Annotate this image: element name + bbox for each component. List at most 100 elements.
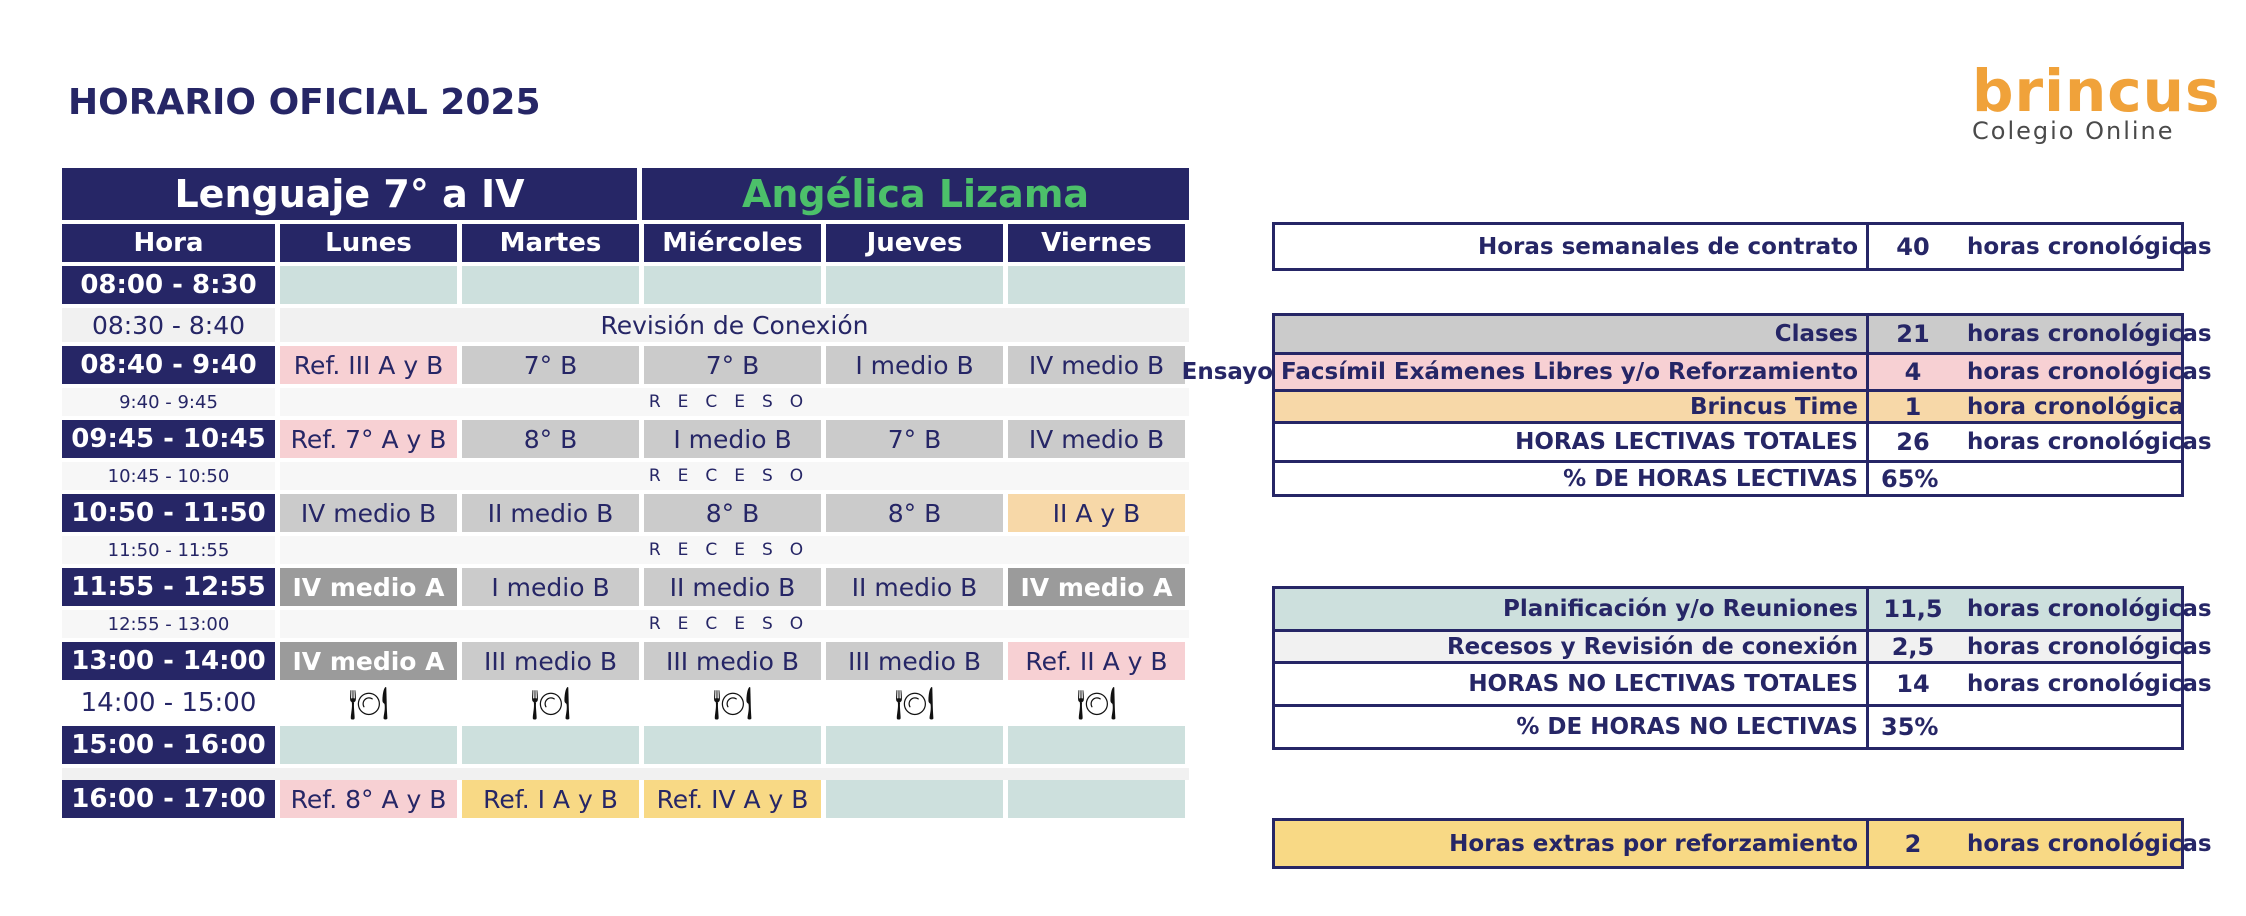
summary-label: Horas extras por reforzamiento xyxy=(1275,821,1869,866)
summary-row: Planificación y/o Reuniones 11,5 horas c… xyxy=(1275,589,2212,629)
time-cell: 12:55 - 13:00 xyxy=(62,610,280,642)
summary-value: 14 xyxy=(1896,670,1930,698)
table-row: 08:40 - 9:40 Ref. III A y B 7° B 7° B I … xyxy=(62,346,1189,388)
table-row: 12:55 - 13:00 RECESO xyxy=(62,610,1189,642)
slot-cell: Ref. IV A y B xyxy=(644,780,826,822)
summary-unit: horas cronológicas xyxy=(1967,321,2212,347)
connection-review-cell: Revisión de Conexión xyxy=(280,308,1189,346)
column-header-martes: Martes xyxy=(462,224,644,266)
slot-cell: Ref. 7° A y B xyxy=(280,420,462,462)
slot-cell: I medio B xyxy=(462,568,644,610)
plate-fork-knife-icon: 🍽 xyxy=(1008,684,1185,726)
summary-value: 4 xyxy=(1904,358,1922,386)
table-row: 10:50 - 11:50 IV medio B II medio B 8° B… xyxy=(62,494,1189,536)
summary-label: Brincus Time xyxy=(1275,392,1869,421)
page-title: HORARIO OFICIAL 2025 xyxy=(68,82,541,123)
summary-label: Recesos y Revisión de conexión xyxy=(1275,632,1869,661)
time-cell: 16:00 - 17:00 xyxy=(62,780,280,822)
summary-row: HORAS LECTIVAS TOTALES 26 horas cronológ… xyxy=(1275,421,2212,460)
summary-value: 35% xyxy=(1881,713,1939,741)
summary-label: HORAS NO LECTIVAS TOTALES xyxy=(1275,664,1869,704)
slot-cell xyxy=(1008,780,1185,822)
table-row: 9:40 - 9:45 RECESO xyxy=(62,388,1189,420)
slot-cell xyxy=(280,726,462,768)
plate-fork-knife-icon: 🍽 xyxy=(462,684,644,726)
summary-row: Clases 21 horas cronológicas xyxy=(1275,316,2212,352)
slot-cell: IV medio B xyxy=(1008,346,1185,388)
slot-cell: 7° B xyxy=(826,420,1008,462)
plate-fork-knife-icon: 🍽 xyxy=(644,684,826,726)
time-cell: 08:00 - 8:30 xyxy=(62,266,280,308)
summary-label: % DE HORAS NO LECTIVAS xyxy=(1275,707,1869,747)
slot-cell xyxy=(462,266,644,308)
slot-cell xyxy=(644,266,826,308)
slot-cell: Ref. II A y B xyxy=(1008,642,1185,684)
slot-cell: IV medio A xyxy=(1008,568,1185,610)
no-lectivas-summary: Planificación y/o Reuniones 11,5 horas c… xyxy=(1272,586,2212,750)
summary-value: 21 xyxy=(1896,320,1930,348)
time-cell: 11:50 - 11:55 xyxy=(62,536,280,568)
slot-cell xyxy=(1008,266,1185,308)
plate-fork-knife-icon: 🍽 xyxy=(826,684,1008,726)
time-cell: 08:40 - 9:40 xyxy=(62,346,280,388)
column-header-viernes: Viernes xyxy=(1008,224,1185,266)
summary-label: HORAS LECTIVAS TOTALES xyxy=(1275,424,1869,460)
logo-subtitle: Colegio Online xyxy=(1972,117,2175,145)
summary-label: Ensayo Facsímil Exámenes Libres y/o Refo… xyxy=(1182,355,1869,389)
slot-cell: IV medio A xyxy=(280,642,462,684)
slot-cell xyxy=(644,726,826,768)
slot-cell: Ref. I A y B xyxy=(462,780,644,822)
summary-unit xyxy=(1957,463,2181,494)
summary-row: Ensayo Facsímil Exámenes Libres y/o Refo… xyxy=(1182,352,2212,389)
summary-value: 65% xyxy=(1881,464,1939,493)
teacher-banner: Angélica Lizama xyxy=(642,168,1189,224)
table-row: 09:45 - 10:45 Ref. 7° A y B 8° B I medio… xyxy=(62,420,1189,462)
slot-cell: II A y B xyxy=(1008,494,1185,536)
table-row: 10:45 - 10:50 RECESO xyxy=(62,462,1189,494)
slot-cell: 7° B xyxy=(644,346,826,388)
summary-unit: horas cronológicas xyxy=(1967,671,2212,697)
column-header-hora: Hora xyxy=(62,224,280,266)
slot-cell xyxy=(826,726,1008,768)
slot-cell: IV medio B xyxy=(1008,420,1185,462)
row-spacer xyxy=(62,768,1189,780)
time-cell: 11:55 - 12:55 xyxy=(62,568,280,610)
table-row: 14:00 - 15:00 🍽 🍽 🍽 🍽 🍽 xyxy=(62,684,1189,726)
table-row: 08:30 - 8:40 Revisión de Conexión xyxy=(62,308,1189,346)
spacer-cell xyxy=(62,768,1189,780)
recess-cell: RECESO xyxy=(280,388,1189,420)
schedule-table: Lenguaje 7° a IV Angélica Lizama Hora Lu… xyxy=(62,168,1189,822)
table-row: 11:55 - 12:55 IV medio A I medio B II me… xyxy=(62,568,1189,610)
summary-unit: horas cronológicas xyxy=(1967,596,2212,622)
slot-cell: II medio B xyxy=(462,494,644,536)
slot-cell: I medio B xyxy=(644,420,826,462)
time-cell: 09:45 - 10:45 xyxy=(62,420,280,462)
summary-label: Clases xyxy=(1275,316,1869,352)
column-header-jueves: Jueves xyxy=(826,224,1008,266)
summary-label: % DE HORAS LECTIVAS xyxy=(1275,463,1869,494)
slot-cell: Ref. III A y B xyxy=(280,346,462,388)
slot-cell: Ref. 8° A y B xyxy=(280,780,462,822)
slot-cell: II medio B xyxy=(826,568,1008,610)
summary-value: 2,5 xyxy=(1891,632,1935,661)
slot-cell xyxy=(1008,726,1185,768)
plate-fork-knife-icon: 🍽 xyxy=(280,684,462,726)
lectivas-summary: Clases 21 horas cronológicas Ensayo Facs… xyxy=(1182,313,2212,497)
summary-row: Horas extras por reforzamiento 2 horas c… xyxy=(1275,821,2212,866)
slot-cell xyxy=(826,266,1008,308)
recess-cell: RECESO xyxy=(280,462,1189,494)
summary-label: Horas semanales de contrato xyxy=(1275,225,1869,268)
slot-cell: II medio B xyxy=(644,568,826,610)
table-row: 08:00 - 8:30 xyxy=(62,266,1189,308)
summary-value: 40 xyxy=(1896,232,1930,261)
slot-cell: I medio B xyxy=(826,346,1008,388)
table-row: 16:00 - 17:00 Ref. 8° A y B Ref. I A y B… xyxy=(62,780,1189,822)
summary-row: HORAS NO LECTIVAS TOTALES 14 horas crono… xyxy=(1275,661,2212,704)
time-cell: 08:30 - 8:40 xyxy=(62,308,280,346)
extras-summary: Horas extras por reforzamiento 2 horas c… xyxy=(1272,818,2212,869)
table-row: 11:50 - 11:55 RECESO xyxy=(62,536,1189,568)
summary-unit: horas cronológicas xyxy=(1967,359,2212,385)
logo-brand: brincus xyxy=(1972,57,2221,125)
slot-cell: III medio B xyxy=(462,642,644,684)
brincus-logo: brincus Colegio Online xyxy=(1972,57,2221,145)
